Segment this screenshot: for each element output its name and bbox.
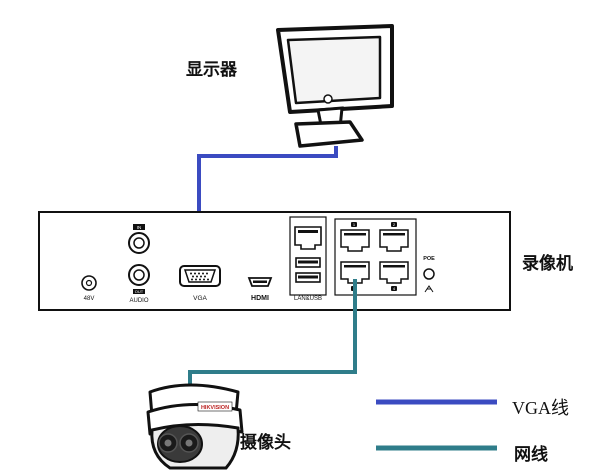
legend-network-label: 网线 — [514, 445, 548, 465]
hdmi-port: HDMI — [247, 277, 273, 302]
lan-usb-label: LAN&USB — [294, 296, 322, 302]
hdmi-port-label: HDMI — [251, 295, 269, 302]
legend-vga-label: VGA线 — [512, 398, 569, 418]
vga-port: VGA — [179, 265, 221, 302]
nvr-recorder — [38, 211, 511, 311]
power-port-label: 48V — [84, 296, 95, 302]
audio-ports: IN OUT AUDIO — [128, 224, 150, 304]
power-port: 48V — [81, 275, 97, 302]
audio-label: AUDIO — [129, 298, 148, 304]
vga-port-label: VGA — [193, 295, 207, 302]
poe-ports: 1 2 3 4 — [334, 218, 417, 296]
monitor-label: 显示器 — [186, 60, 237, 80]
monitor-icon — [276, 24, 394, 148]
camera-label: 摄像头 — [240, 433, 291, 453]
audio-out-label: OUT — [135, 289, 144, 294]
audio-in-label: IN — [137, 225, 142, 230]
network-cable — [188, 279, 357, 392]
poe-number-2: 2 — [393, 222, 396, 227]
poe-label: POE — [423, 256, 435, 262]
poe-indicator: POE — [423, 256, 435, 293]
poe-number-4: 4 — [393, 286, 396, 291]
nvr-label: 录像机 — [522, 254, 573, 274]
camera-brand-label: HIKVISION — [201, 405, 229, 411]
dome-camera-icon: HIKVISION — [146, 383, 244, 470]
poe-number-1: 1 — [353, 222, 356, 227]
lan-usb-ports: LAN&USB — [289, 216, 327, 302]
